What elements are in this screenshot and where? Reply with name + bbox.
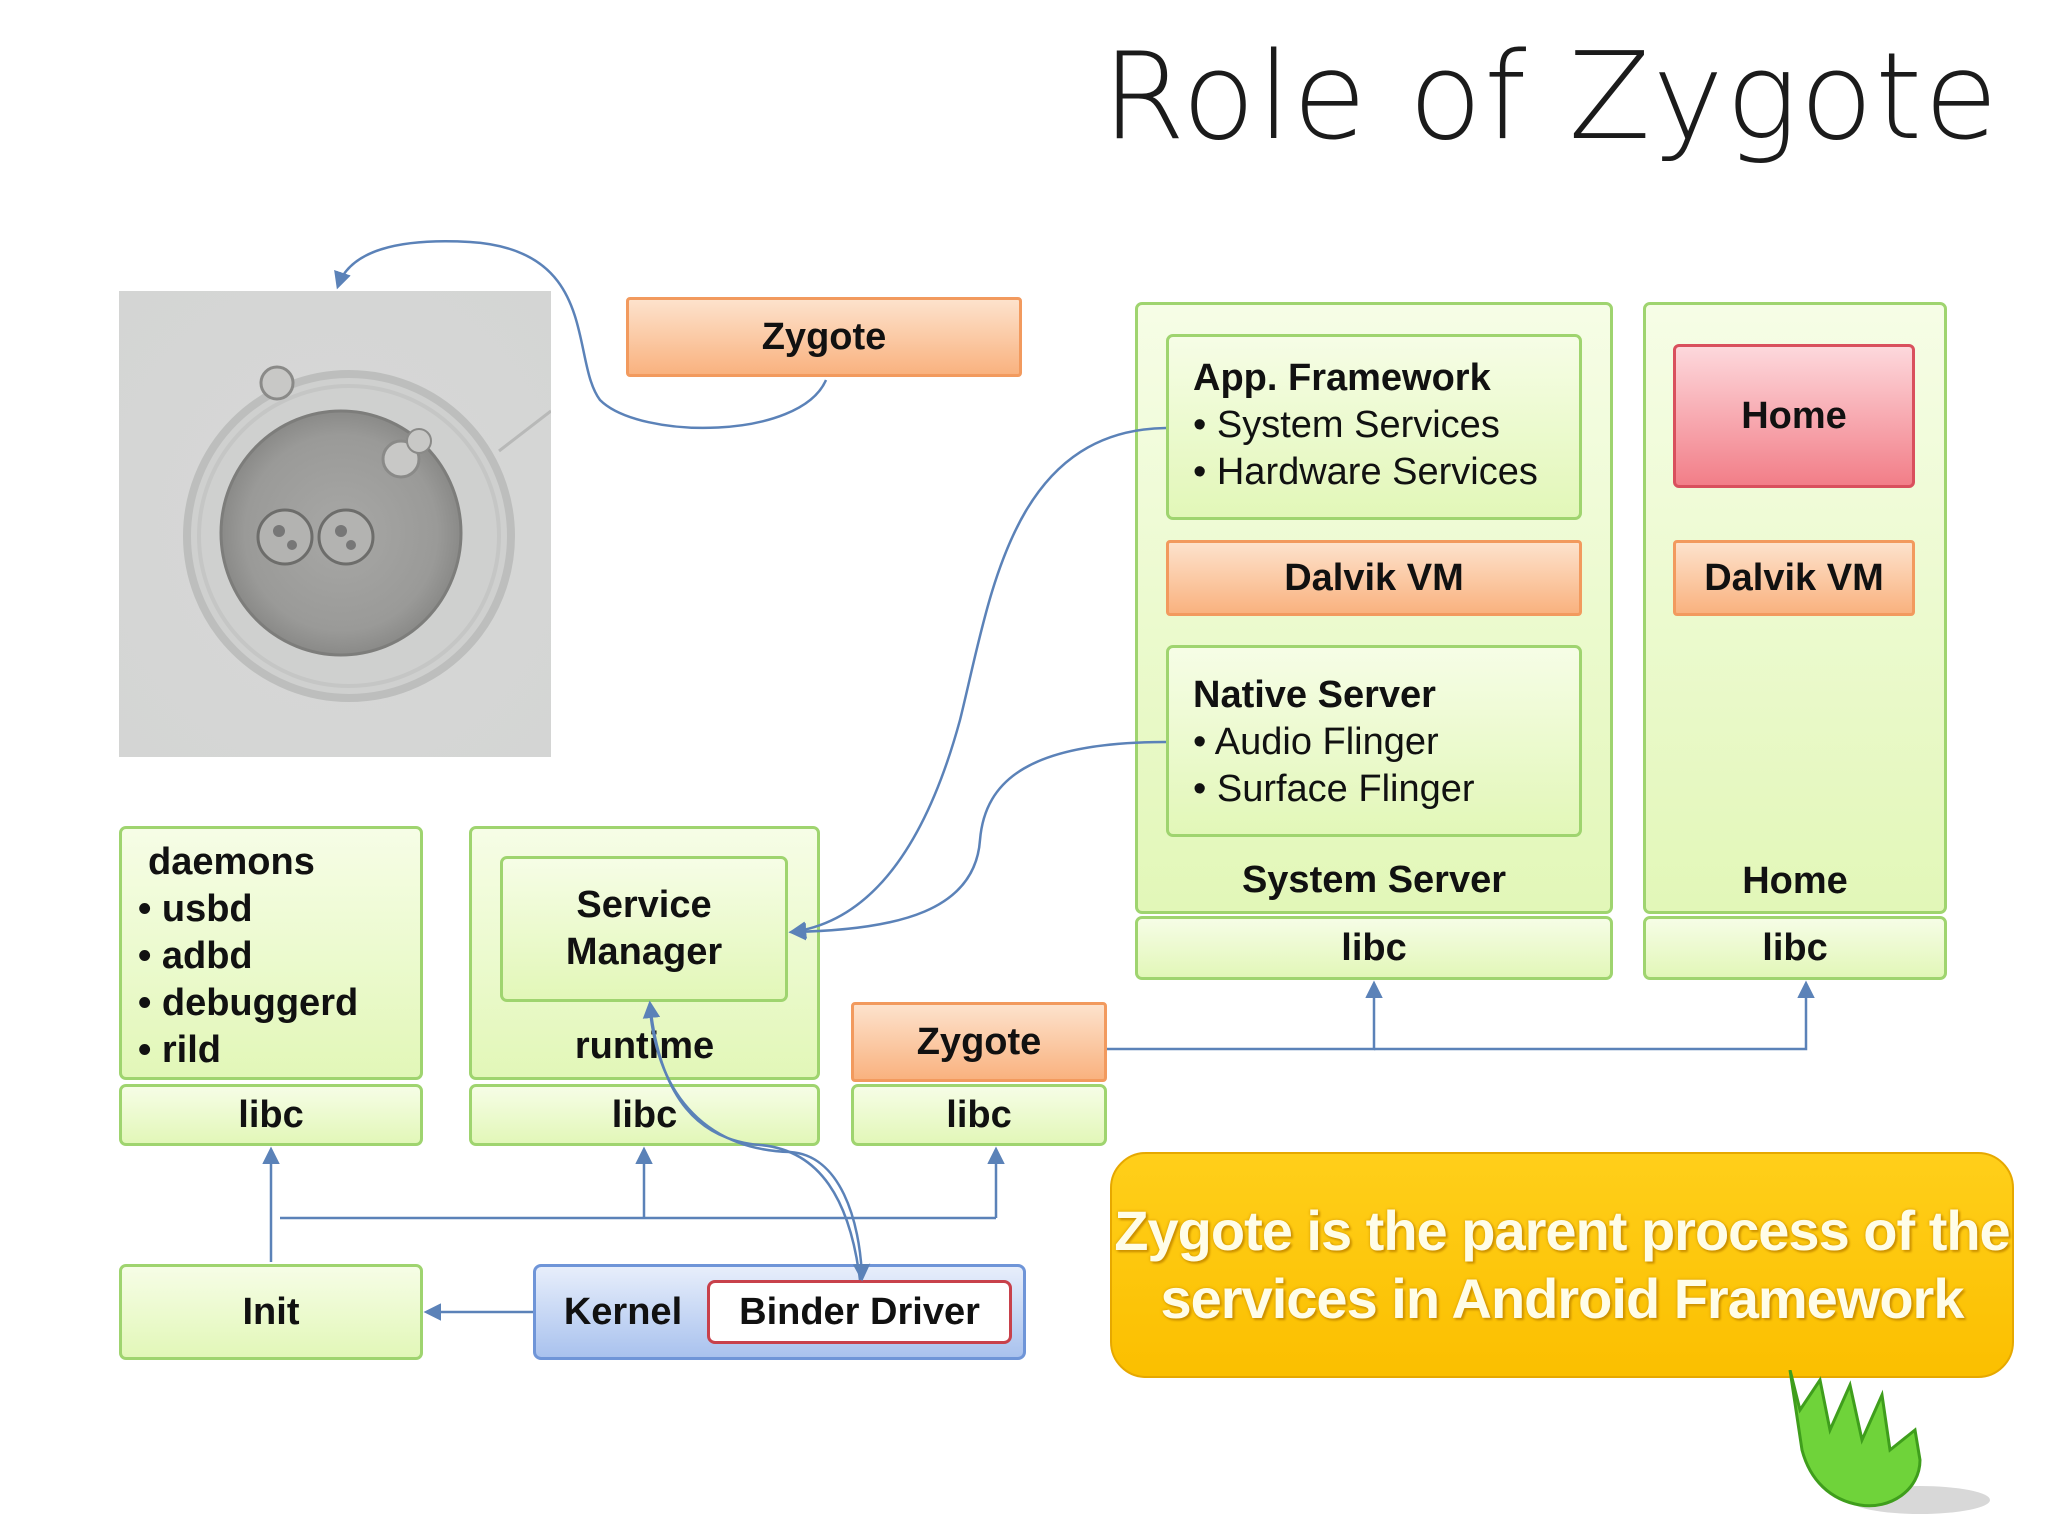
daemons-item: • debuggerd (138, 982, 359, 1024)
system-server-label: System Server (1241, 858, 1507, 901)
service-manager-to-binder-arrow (648, 1009, 871, 1282)
service-manager-box: Service Manager (500, 856, 788, 1002)
callout-box: Zygote is the parent process of the serv… (1110, 1152, 2014, 1378)
native-server-to-service-manager-arrow (788, 740, 1167, 941)
zygote-top-box: Zygote (626, 297, 1022, 377)
zygote-cell-image (119, 291, 552, 757)
app-framework-to-service-manager-arrow (788, 426, 1167, 939)
binder-driver-box: Binder Driver (707, 1280, 1012, 1344)
app-framework-box: App. Framework • System Services • Hardw… (1166, 334, 1582, 520)
daemons-item: • usbd (138, 888, 253, 930)
kernel-label: Kernel (563, 1290, 683, 1333)
app-framework-heading: App. Framework (1193, 357, 1491, 399)
zygote-to-system-libc-arrow (1107, 980, 1383, 1051)
system-server-libc-box: libc (1135, 916, 1613, 980)
native-server-item: • Surface Flinger (1193, 768, 1475, 810)
zygote-libc-box: libc (851, 1084, 1107, 1146)
slide-title: Role of Zygote (1101, 28, 2000, 167)
runtime-libc-box: libc (469, 1084, 820, 1146)
daemons-libc-box: libc (119, 1084, 423, 1146)
app-framework-item: • Hardware Services (1193, 451, 1538, 493)
dalvik-vm-system-box: Dalvik VM (1166, 540, 1582, 616)
native-server-item: • Audio Flinger (1193, 721, 1439, 763)
init-box: Init (119, 1264, 423, 1360)
app-framework-item: • System Services (1193, 404, 1500, 446)
zygote-to-home-libc-arrow (1374, 980, 1815, 1051)
binder-to-service-manager-arrow (642, 1000, 862, 1281)
home-app-box: Home (1673, 344, 1915, 488)
native-server-heading: Native Server (1193, 674, 1436, 716)
green-hand-icon (1788, 1370, 1990, 1514)
zygote-cell-drawing (183, 365, 552, 702)
daemons-item: • adbd (138, 935, 253, 977)
runtime-label: runtime (574, 1024, 715, 1067)
daemons-item: • rild (138, 1029, 221, 1071)
home-libc-box: libc (1643, 916, 1947, 980)
dalvik-vm-home-box: Dalvik VM (1673, 540, 1915, 616)
zygote-process-box: Zygote (851, 1002, 1107, 1082)
native-server-box: Native Server • Audio Flinger • Surface … (1166, 645, 1582, 837)
daemons-heading: daemons (148, 841, 315, 883)
zygote-to-cell-arrow (334, 240, 828, 430)
daemons-box: daemons • usbd • adbd • debuggerd • rild (119, 826, 423, 1080)
home-process-label: Home (1742, 859, 1848, 902)
